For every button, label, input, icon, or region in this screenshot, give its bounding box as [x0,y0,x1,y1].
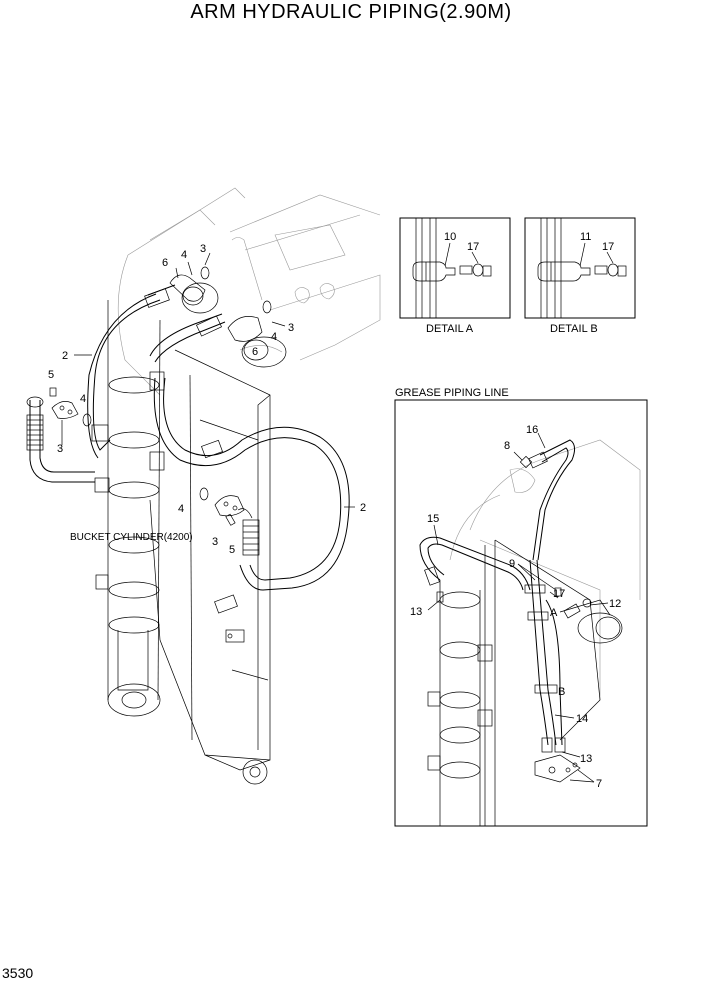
grease-piping-panel: GREASE PIPING LINE [394,387,648,827]
callout-3-left: 3 [57,443,63,455]
detail-b-caption: DETAIL B [550,323,598,335]
callout-8: 8 [504,440,510,452]
callout-14: 14 [576,713,588,725]
main-view: 6 4 3 3 4 6 2 5 4 3 2 4 3 5 BUCKET CYLIN… [26,187,381,785]
callout-5-lower: 5 [229,544,235,556]
callout-3-right: 3 [288,322,294,334]
bucket-cylinder-label: BUCKET CYLINDER(4200) [70,532,193,543]
callout-4-right: 4 [271,331,277,343]
detail-a: 10 17 DETAIL A [399,217,511,335]
callout-2-left: 2 [62,350,68,362]
callout-17-a: 17 [467,241,479,253]
arm-body [149,349,271,785]
callout-3-lower: 3 [212,536,218,548]
callout-4-left: 4 [80,393,86,405]
callout-10: 10 [444,231,456,243]
callout-12: 12 [609,598,621,610]
detail-b-frame [524,217,636,319]
callout-3-upper: 3 [200,243,206,255]
callout-11: 11 [580,231,591,243]
callout-4-upper: 4 [181,249,187,261]
callout-6-upper: 6 [162,257,168,269]
callout-b: B [558,686,565,698]
lower-fitting-group [199,487,260,556]
detail-b: 11 17 DETAIL B [524,217,636,335]
page-title: ARM HYDRAULIC PIPING(2.90M) [190,1,512,23]
hose-2-upper [87,284,176,459]
detail-a-caption: DETAIL A [426,323,474,335]
boom-bracket-outline [117,187,381,396]
callout-6-right: 6 [252,346,258,358]
hose-2-loop [153,377,350,591]
page-number: 3530 [2,965,34,981]
callout-a: A [550,607,558,619]
detail-a-frame [399,217,511,319]
callout-13-upper: 13 [410,606,422,618]
callout-9: 9 [509,558,515,570]
callout-7: 7 [596,778,602,790]
grease-frame [394,399,648,827]
main-leaders [61,252,355,508]
callout-4-lower: 4 [178,503,184,515]
callout-2-right: 2 [360,502,366,514]
grease-leaders [427,432,609,783]
upper-hose-fittings [149,266,287,368]
left-fitting-group [26,387,95,483]
callout-17-grease: 17 [553,588,565,600]
callout-16: 16 [526,424,538,436]
callout-13-lower: 13 [580,753,592,765]
grease-caption: GREASE PIPING LINE [395,387,509,399]
callout-15: 15 [427,513,439,525]
callout-5-left: 5 [48,369,54,381]
callout-17-b: 17 [602,241,614,253]
bucket-cylinder [91,300,165,717]
